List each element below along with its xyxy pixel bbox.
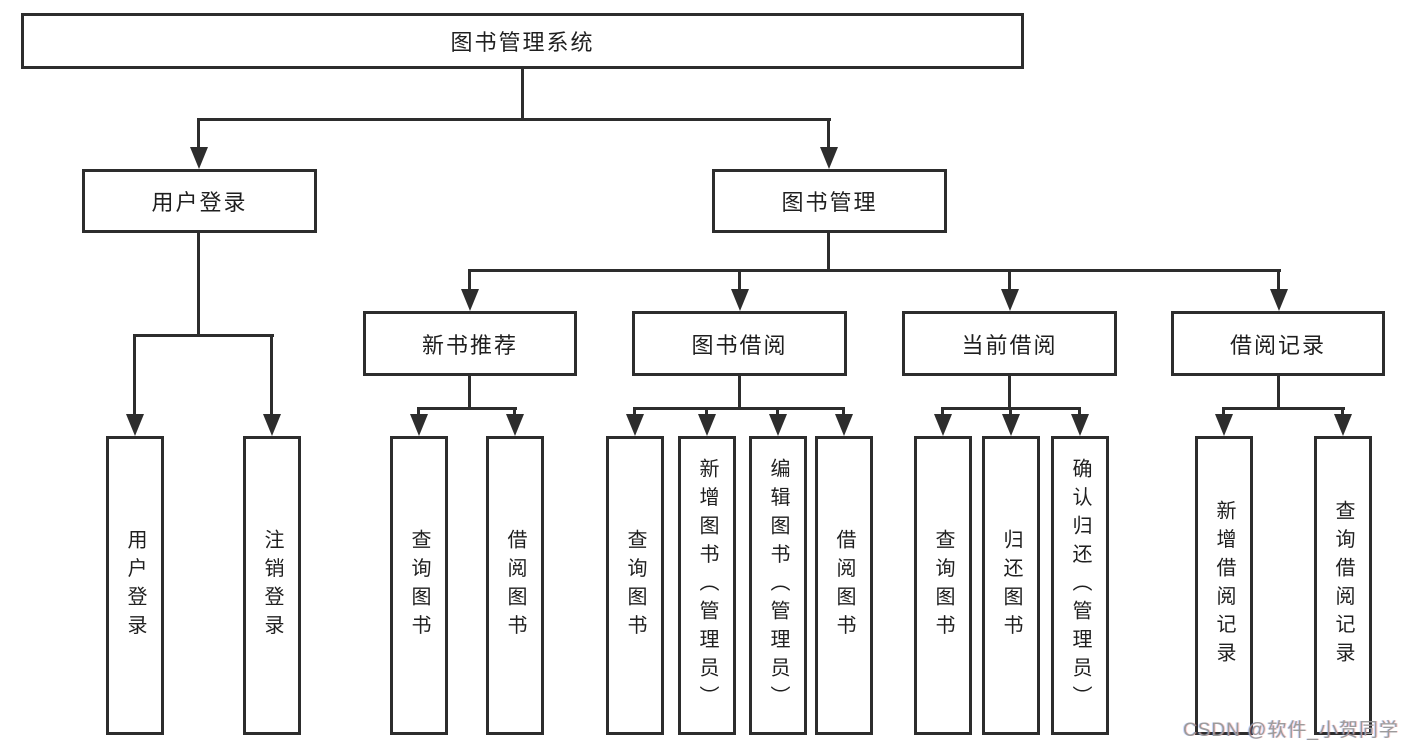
node-book-borrow: 图书借阅 <box>632 311 847 376</box>
arrow-down-icon <box>731 289 749 311</box>
node-book-management: 图书管理 <box>712 169 947 233</box>
connector-hline <box>418 407 517 410</box>
connector-hline <box>133 334 274 337</box>
leaf-label: 查询图书 <box>624 528 646 643</box>
arrow-down-icon <box>190 147 208 169</box>
node-label: 用户登录 <box>151 190 248 215</box>
arrow-down-icon <box>626 414 644 436</box>
connector-vline <box>1222 407 1225 416</box>
connector-vline <box>1341 407 1344 416</box>
arrow-down-icon <box>820 147 838 169</box>
connector-vline <box>468 269 471 291</box>
connector-vline <box>633 407 636 416</box>
connector-hline <box>1223 407 1345 410</box>
leaf-edit-book-admin: 编辑图书（管理员） <box>749 436 807 735</box>
arrow-down-icon <box>1215 414 1233 436</box>
connector-vline <box>842 407 845 416</box>
arrow-down-icon <box>1334 414 1352 436</box>
node-label: 借阅记录 <box>1229 332 1326 358</box>
connector-vline <box>738 269 741 291</box>
arrow-down-icon <box>934 414 952 436</box>
leaf-label: 借阅图书 <box>833 528 855 643</box>
leaf-logout: 注销登录 <box>243 436 301 735</box>
leaf-label: 注销登录 <box>261 528 283 643</box>
leaf-label: 新增图书（管理员） <box>696 457 718 714</box>
leaf-recommend-borrow-book: 借阅图书 <box>486 436 544 735</box>
connector-vline <box>1009 407 1012 416</box>
connector-vline <box>941 407 944 416</box>
leaf-label: 查询图书 <box>932 528 954 643</box>
leaf-add-borrow-record: 新增借阅记录 <box>1195 436 1253 735</box>
arrow-down-icon <box>1270 289 1288 311</box>
leaf-label: 编辑图书（管理员） <box>767 457 789 714</box>
leaf-user-login: 用户登录 <box>106 436 164 735</box>
arrow-down-icon <box>126 414 144 436</box>
leaf-label: 确认归还（管理员） <box>1069 457 1091 714</box>
leaf-add-book-admin: 新增图书（管理员） <box>678 436 736 735</box>
leaf-label: 查询借阅记录 <box>1332 500 1354 671</box>
leaf-confirm-return-admin: 确认归还（管理员） <box>1051 436 1109 735</box>
connector-vline <box>1277 376 1280 410</box>
node-label: 图书管理系统 <box>450 30 595 55</box>
leaf-current-query-book: 查询图书 <box>914 436 972 735</box>
arrow-down-icon <box>1001 289 1019 311</box>
node-label: 当前借阅 <box>961 332 1058 358</box>
leaf-borrow-query-book: 查询图书 <box>606 436 664 735</box>
connector-vline <box>197 118 200 149</box>
connector-vline <box>776 407 779 416</box>
node-new-book-recommend: 新书推荐 <box>363 311 577 376</box>
leaf-return-book: 归还图书 <box>982 436 1040 735</box>
leaf-label: 查询图书 <box>408 528 430 643</box>
connector-vline <box>1008 269 1011 291</box>
arrow-down-icon <box>1071 414 1089 436</box>
arrow-down-icon <box>461 289 479 311</box>
arrow-down-icon <box>1002 414 1020 436</box>
connector-vline <box>513 407 516 416</box>
arrow-down-icon <box>506 414 524 436</box>
connector-vline <box>197 233 200 337</box>
watermark: CSDN @软件_小贺同学 <box>1183 720 1399 741</box>
connector-vline <box>270 334 273 415</box>
connector-vline <box>468 376 471 410</box>
leaf-label: 归还图书 <box>1000 528 1022 643</box>
connector-vline <box>133 334 136 415</box>
node-label: 图书借阅 <box>691 332 788 358</box>
leaf-recommend-query-book: 查询图书 <box>390 436 448 735</box>
connector-hline <box>198 118 831 121</box>
arrow-down-icon <box>698 414 716 436</box>
connector-vline <box>705 407 708 416</box>
node-system-root: 图书管理系统 <box>21 13 1024 69</box>
connector-hline <box>634 407 845 410</box>
node-label: 新书推荐 <box>421 332 518 358</box>
leaf-label: 新增借阅记录 <box>1213 500 1235 671</box>
node-user-login: 用户登录 <box>82 169 317 233</box>
arrow-down-icon <box>769 414 787 436</box>
arrow-down-icon <box>835 414 853 436</box>
connector-vline <box>827 118 830 149</box>
leaf-query-borrow-record: 查询借阅记录 <box>1314 436 1372 735</box>
connector-vline <box>738 376 741 410</box>
node-label: 图书管理 <box>781 190 878 215</box>
connector-vline <box>1078 407 1081 416</box>
connector-vline <box>417 407 420 416</box>
connector-vline <box>521 69 524 120</box>
connector-hline <box>469 269 1281 272</box>
arrow-down-icon <box>410 414 428 436</box>
leaf-label: 借阅图书 <box>504 528 526 643</box>
connector-vline <box>1277 269 1280 291</box>
connector-vline <box>827 233 830 272</box>
node-current-borrow: 当前借阅 <box>902 311 1117 376</box>
leaf-borrow-book: 借阅图书 <box>815 436 873 735</box>
node-borrow-records: 借阅记录 <box>1171 311 1385 376</box>
connector-vline <box>1008 376 1011 410</box>
arrow-down-icon <box>263 414 281 436</box>
leaf-label: 用户登录 <box>124 528 146 643</box>
